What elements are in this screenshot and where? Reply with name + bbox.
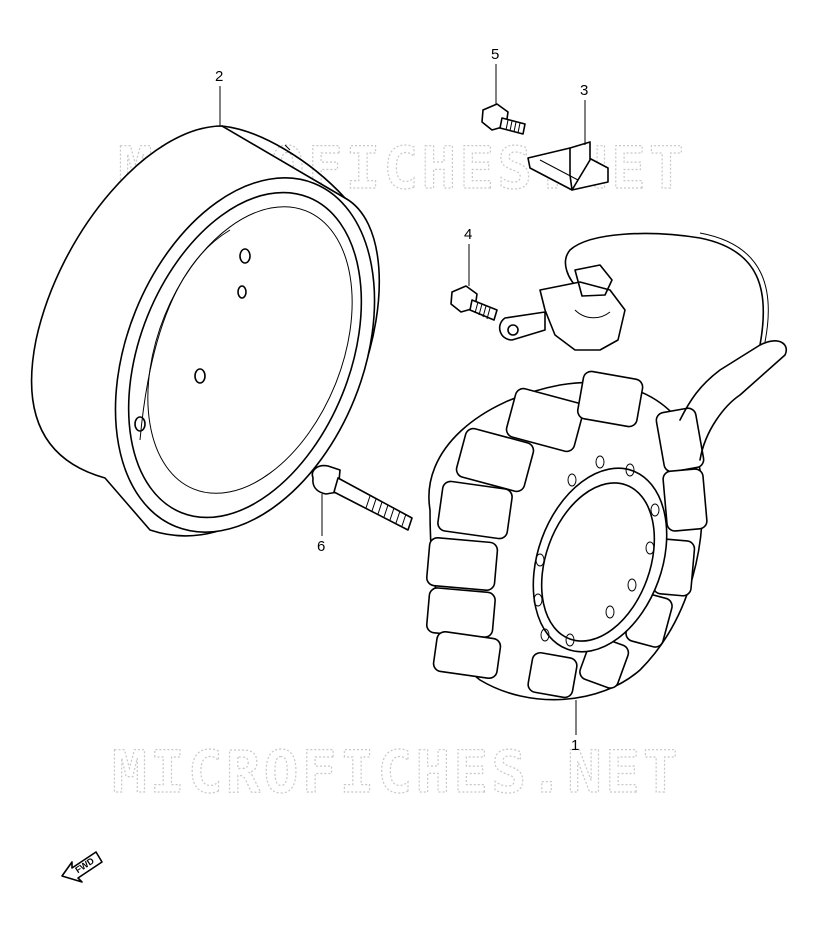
screw-6 — [311, 464, 413, 531]
pickup-coil — [498, 264, 626, 351]
callout-3: 3 — [580, 82, 588, 99]
callout-1: 1 — [571, 737, 579, 754]
fwd-arrow: FWD — [61, 851, 103, 883]
leader-lines — [219, 64, 586, 735]
clamp — [527, 141, 609, 191]
callout-2: 2 — [215, 68, 223, 85]
callout-6: 6 — [317, 538, 325, 555]
bolt-5 — [481, 103, 526, 135]
rotor-flywheel — [30, 125, 380, 537]
callout-4: 4 — [464, 226, 472, 243]
callout-5: 5 — [491, 46, 499, 63]
stator — [425, 232, 787, 701]
bolt-4 — [450, 285, 498, 321]
watermark-bottom: MICROFICHES.NET — [112, 738, 681, 806]
